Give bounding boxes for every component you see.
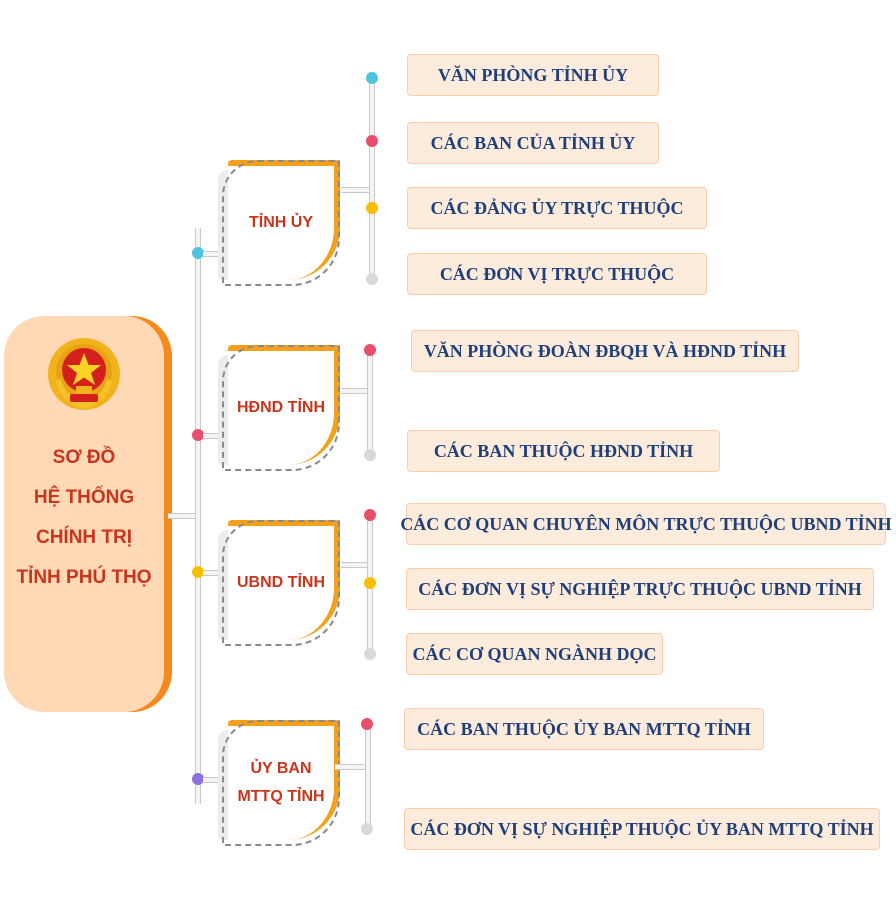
root-title-line: TỈNH PHÚ THỌ (16, 567, 152, 588)
leaf-dot (364, 577, 376, 589)
branch-dot-tinh-uy (192, 247, 204, 259)
connector (203, 777, 227, 783)
leaf-dot (366, 202, 378, 214)
card-shade (218, 530, 228, 640)
branch-dot-ubnd (192, 566, 204, 578)
card-shade (218, 355, 228, 465)
leaf-box: CÁC BAN CỦA TỈNH ỦY (407, 122, 659, 164)
branch-trunk (367, 346, 373, 456)
root-title-line: HỆ THỐNG (33, 487, 135, 508)
main-trunk (195, 228, 201, 804)
branch-label-line: ỦY BAN (250, 760, 312, 777)
connector (203, 570, 227, 576)
root-title-line: CHÍNH TRỊ (35, 527, 133, 548)
branch-label-line: UBND TỈNH (237, 574, 325, 591)
branch-label: UBND TỈNH (228, 526, 334, 640)
leaf-box: CÁC ĐƠN VỊ TRỰC THUỘC (407, 253, 707, 295)
leaf-box: CÁC BAN THUỘC HĐND TỈNH (407, 430, 720, 472)
leaf-dot (366, 72, 378, 84)
leaf-dot (366, 135, 378, 147)
branch-label-line: MTTQ TỈNH (237, 788, 325, 805)
leaf-box: CÁC CƠ QUAN NGÀNH DỌC (406, 633, 663, 675)
leaf-dot (361, 718, 373, 730)
root-connector (168, 513, 196, 519)
branch-card-ubnd: UBND TỈNH (218, 520, 340, 646)
leaf-box: CÁC ĐẢNG ỦY TRỰC THUỘC (407, 187, 707, 229)
leaf-box: VĂN PHÒNG TỈNH ỦY (407, 54, 659, 96)
branch-trunk (365, 724, 371, 832)
branch-dot-mttq (192, 773, 204, 785)
branch-label-line: TỈNH ỦY (249, 214, 313, 231)
leaf-dot (366, 273, 378, 285)
connector (341, 187, 371, 193)
card-shade (218, 730, 228, 840)
leaf-box: CÁC ĐƠN VỊ SỰ NGHIỆP TRỰC THUỘC UBND TỈN… (406, 568, 874, 610)
connector (203, 433, 227, 439)
branch-card-mttq: ỦY BAN MTTQ TỈNH (218, 720, 340, 846)
branch-card-tinh-uy: TỈNH ỦY (218, 160, 340, 286)
leaf-dot (364, 648, 376, 660)
branch-label-line: HĐND TỈNH (237, 399, 325, 416)
connector (203, 251, 227, 257)
branch-label: ỦY BAN MTTQ TỈNH (228, 726, 334, 840)
root-title: SƠ ĐỒ HỆ THỐNG CHÍNH TRỊ TỈNH PHÚ THỌ (4, 438, 164, 598)
connector (341, 562, 369, 568)
branch-label: HĐND TỈNH (228, 351, 334, 465)
connector (335, 764, 367, 770)
leaf-box: CÁC CƠ QUAN CHUYÊN MÔN TRỰC THUỘC UBND T… (400, 503, 892, 545)
leaf-box: VĂN PHÒNG ĐOÀN ĐBQH VÀ HĐND TỈNH (411, 330, 799, 372)
connector (341, 388, 369, 394)
card-shade (218, 170, 228, 280)
root-card: SƠ ĐỒ HỆ THỐNG CHÍNH TRỊ TỈNH PHÚ THỌ (4, 316, 164, 712)
national-emblem-icon (48, 338, 120, 410)
leaf-dot (364, 344, 376, 356)
leaf-dot (364, 449, 376, 461)
leaf-dot (361, 823, 373, 835)
branch-trunk (369, 72, 375, 282)
leaf-box: CÁC BAN THUỘC ỦY BAN MTTQ TỈNH (404, 708, 764, 750)
branch-card-hdnd: HĐND TỈNH (218, 345, 340, 471)
leaf-box: CÁC ĐƠN VỊ SỰ NGHIỆP THUỘC ỦY BAN MTTQ T… (404, 808, 880, 850)
branch-label: TỈNH ỦY (228, 166, 334, 280)
root-title-line: SƠ ĐỒ (52, 447, 116, 468)
leaf-dot (364, 509, 376, 521)
branch-dot-hdnd (192, 429, 204, 441)
